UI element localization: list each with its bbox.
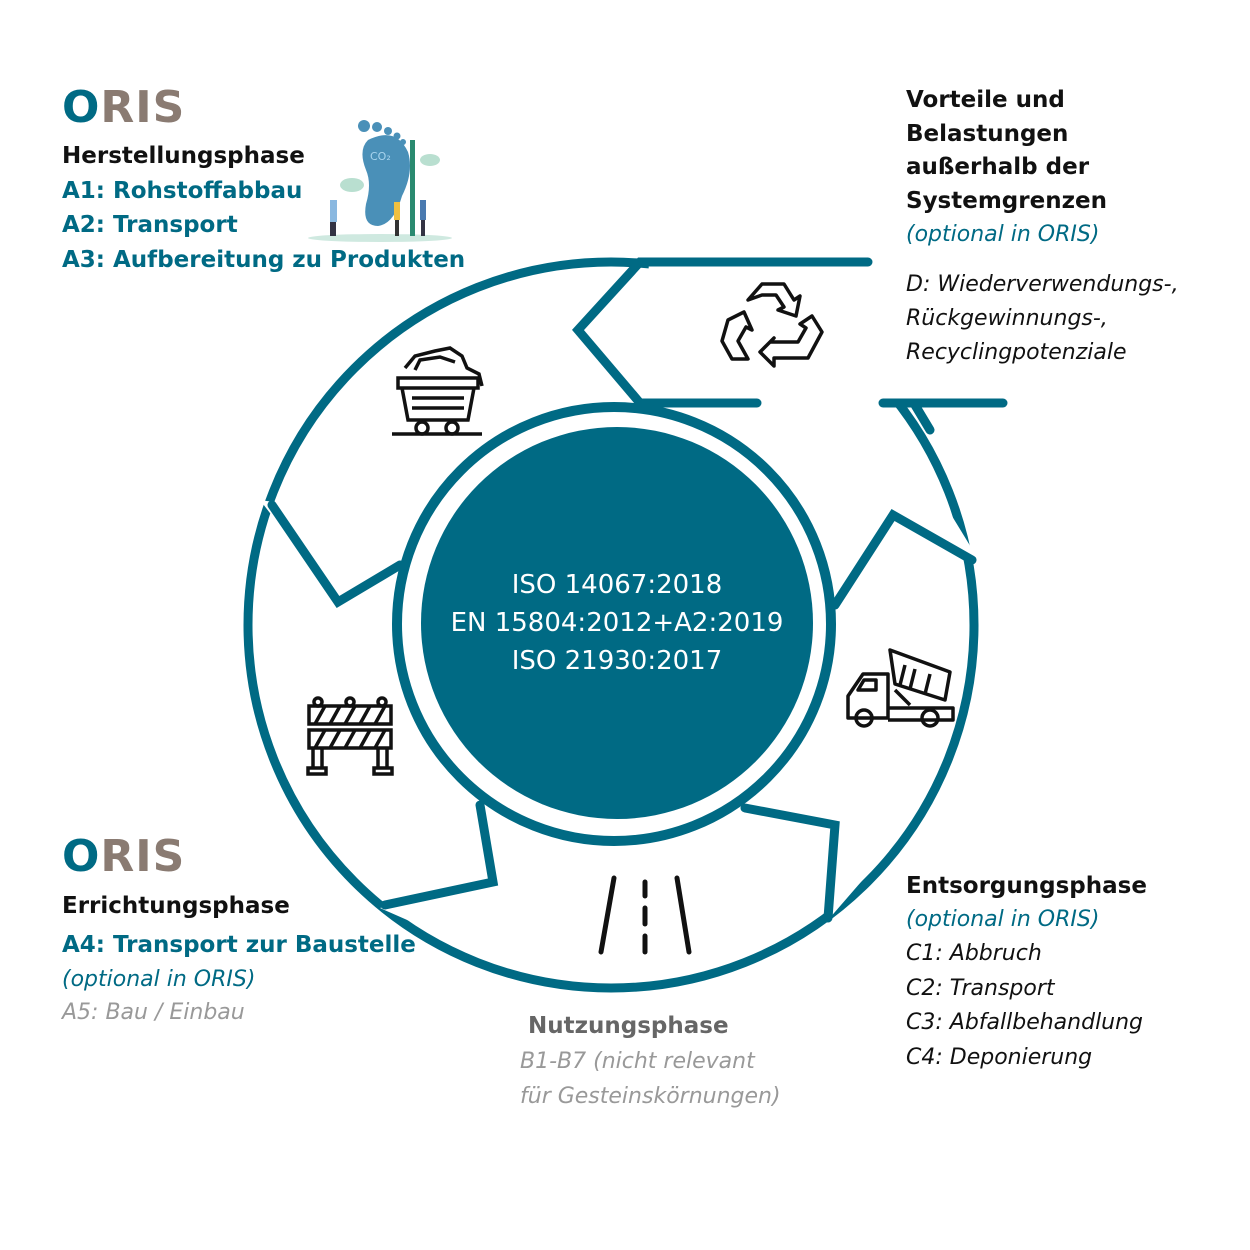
herstellung-a3: A3: Aufbereitung zu Produkten	[62, 246, 466, 273]
road-icon	[598, 875, 692, 955]
errichtung-a5: A5: Bau / Einbau	[62, 1000, 245, 1025]
center-disc	[421, 427, 813, 819]
outer-cycle-ring	[243, 257, 979, 993]
bottom-left-arrow-notch	[380, 800, 499, 910]
left-arrow-notch	[267, 500, 405, 609]
top-arrow-line	[572, 257, 873, 408]
mine-cart-icon	[392, 346, 484, 436]
center-standards: ISO 14067:2018 EN 15804:2012+A2:2019 ISO…	[417, 566, 817, 680]
standard-iso-14067: ISO 14067:2018	[511, 570, 723, 600]
standard-iso-21930: ISO 21930:2017	[511, 646, 723, 676]
bottom-right-arrow-notch	[740, 803, 840, 923]
errichtung-section: Errichtungsphase A4: Transport zur Baust…	[62, 888, 416, 1030]
entsorgung-optional: (optional in ORIS)	[906, 907, 1100, 932]
vorteile-section: Vorteile und Belastungen außerhalb der S…	[906, 84, 1179, 370]
barrier-icon	[306, 696, 394, 776]
herstellung-a2: A2: Transport	[62, 212, 238, 238]
recycle-icon	[720, 282, 824, 368]
herstellung-a1: A1: Rohstoffabbau	[62, 177, 303, 204]
entsorgung-c2: C2: Transport	[906, 975, 1055, 1001]
vorteile-optional: (optional in ORIS)	[906, 222, 1100, 247]
errichtung-optional: (optional in ORIS)	[62, 967, 256, 992]
vorteile-title-4: Systemgrenzen	[906, 187, 1107, 214]
right-arrow-notch	[830, 508, 977, 610]
vorteile-title-2: Belastungen	[906, 120, 1069, 147]
vorteile-d-3: Recyclingpotenziale	[906, 340, 1127, 365]
entsorgung-c1: C1: Abbruch	[906, 941, 1042, 966]
nutzung-section: Nutzungsphase B1-B7 (nicht relevant für …	[520, 1008, 781, 1114]
standard-en-15804: EN 15804:2012+A2:2019	[450, 608, 784, 638]
entsorgung-c3: C3: Abfallbehandlung	[906, 1010, 1144, 1035]
entsorgung-c4: C4: Deponierung	[906, 1044, 1093, 1070]
co2-label: CO₂	[370, 150, 391, 163]
vorteile-title-3: außerhalb der	[906, 154, 1090, 180]
co2-footprint-illustration: CO₂	[308, 120, 452, 242]
nutzung-line-1: B1-B7 (nicht relevant	[520, 1049, 755, 1074]
nutzung-title: Nutzungsphase	[528, 1013, 729, 1039]
vorteile-d-2: Rückgewinnungs-,	[906, 306, 1108, 331]
entsorgung-title: Entsorgungsphase	[906, 873, 1147, 899]
herstellung-section: Herstellungsphase A1: Rohstoffabbau A2: …	[62, 139, 465, 277]
dump-truck-icon	[846, 648, 955, 728]
vorteile-d-1: D: Wiederverwendungs-,	[906, 272, 1179, 297]
vorteile-title-1: Vorteile und	[906, 87, 1065, 113]
errichtung-a4: A4: Transport zur Baustelle	[62, 932, 416, 958]
herstellung-title: Herstellungsphase	[62, 143, 305, 169]
nutzung-line-2: für Gesteinskörnungen)	[520, 1084, 781, 1109]
errichtung-title: Errichtungsphase	[62, 893, 290, 919]
entsorgung-section: Entsorgungsphase (optional in ORIS) C1: …	[906, 869, 1147, 1075]
